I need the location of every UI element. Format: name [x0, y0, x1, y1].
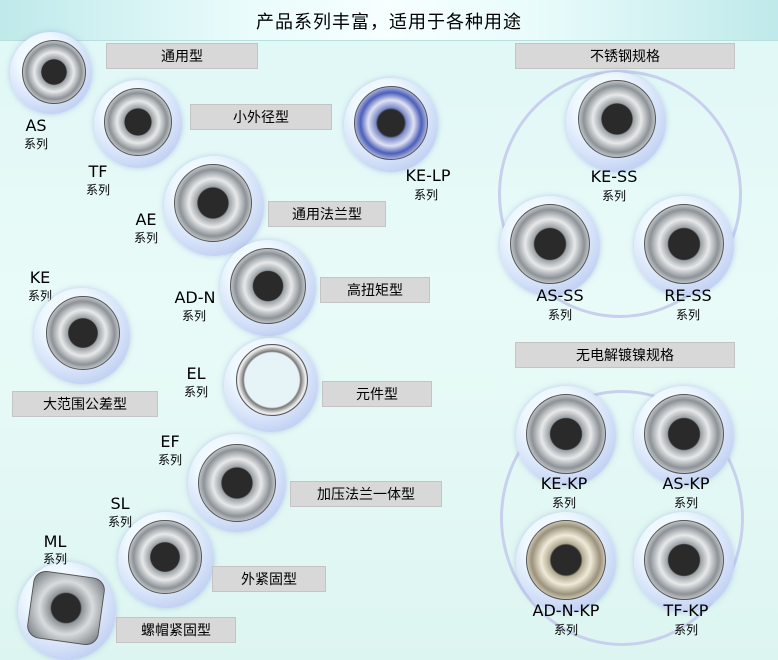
code-ad-n: AD-N [174, 288, 216, 307]
tf-kp-product-image [644, 520, 724, 600]
series-ml: 系列 [42, 552, 67, 566]
label-small-od[interactable]: 小外径型 [190, 104, 332, 130]
code-tf: TF [88, 162, 108, 181]
as-ss-product-image [510, 204, 590, 284]
series-ke-ss: 系列 [601, 189, 626, 203]
code-ae: AE [135, 210, 157, 229]
code-ad-n-kp: AD-N-KP [532, 601, 600, 620]
series-tf-kp: 系列 [673, 623, 698, 637]
ml-product-image [25, 569, 107, 647]
series-sl: 系列 [107, 515, 132, 529]
label-nut-clamp[interactable]: 螺帽紧固型 [116, 617, 236, 643]
series-ke-lp: 系列 [413, 188, 438, 202]
code-ml: ML [43, 532, 67, 551]
el-product-image [236, 344, 308, 416]
code-as-kp: AS-KP [662, 474, 710, 493]
series-as-ss: 系列 [547, 308, 572, 322]
label-high-torque[interactable]: 高扭矩型 [320, 277, 430, 303]
series-tf: 系列 [85, 183, 110, 197]
label-general-flange[interactable]: 通用法兰型 [268, 201, 386, 227]
code-as: AS [25, 116, 47, 135]
series-as-kp: 系列 [673, 496, 698, 510]
code-ke-ss: KE-SS [590, 167, 638, 186]
ae-product-image [174, 164, 252, 242]
ke-lp-product-image [354, 86, 428, 160]
sl-product-image [128, 520, 202, 594]
code-ke-lp: KE-LP [405, 166, 451, 185]
series-as: 系列 [23, 137, 48, 151]
tf-product-image [104, 88, 172, 156]
code-tf-kp: TF-KP [663, 601, 709, 620]
series-re-ss: 系列 [675, 308, 700, 322]
header-bar: 产品系列丰富，适用于各种用途 [0, 0, 778, 41]
code-ke: KE [29, 268, 51, 287]
ke-kp-product-image [526, 394, 606, 474]
re-ss-product-image [644, 204, 724, 284]
code-sl: SL [110, 494, 130, 513]
ke-product-image [46, 296, 120, 370]
ke-ss-product-image [578, 80, 656, 158]
ef-product-image [198, 444, 276, 522]
series-ad-n-kp: 系列 [553, 623, 578, 637]
series-ef: 系列 [157, 453, 182, 467]
nickel-title: 无电解镀镍规格 [515, 342, 735, 368]
stainless-group-circle [498, 70, 742, 318]
label-general[interactable]: 通用型 [106, 43, 258, 69]
series-el: 系列 [183, 385, 208, 399]
nickel-group-circle [500, 390, 744, 646]
as-kp-product-image [644, 394, 724, 474]
stainless-title: 不锈钢规格 [515, 43, 735, 69]
ad-n-product-image [230, 248, 306, 324]
code-as-ss: AS-SS [536, 286, 584, 305]
page-title: 产品系列丰富，适用于各种用途 [256, 12, 522, 33]
label-pressure-flange[interactable]: 加压法兰一体型 [290, 481, 442, 507]
code-re-ss: RE-SS [664, 286, 712, 305]
code-el: EL [186, 364, 206, 383]
code-ef: EF [160, 432, 180, 451]
series-ke-kp: 系列 [551, 496, 576, 510]
ad-n-kp-product-image [526, 520, 606, 600]
series-ae: 系列 [133, 231, 158, 245]
series-ke: 系列 [27, 289, 52, 303]
label-large-tolerance[interactable]: 大范围公差型 [12, 391, 158, 417]
label-outer-clamp[interactable]: 外紧固型 [212, 566, 326, 592]
code-ke-kp: KE-KP [540, 474, 588, 493]
as-product-image [22, 40, 86, 104]
series-ad-n: 系列 [181, 309, 206, 323]
label-element[interactable]: 元件型 [322, 381, 432, 407]
